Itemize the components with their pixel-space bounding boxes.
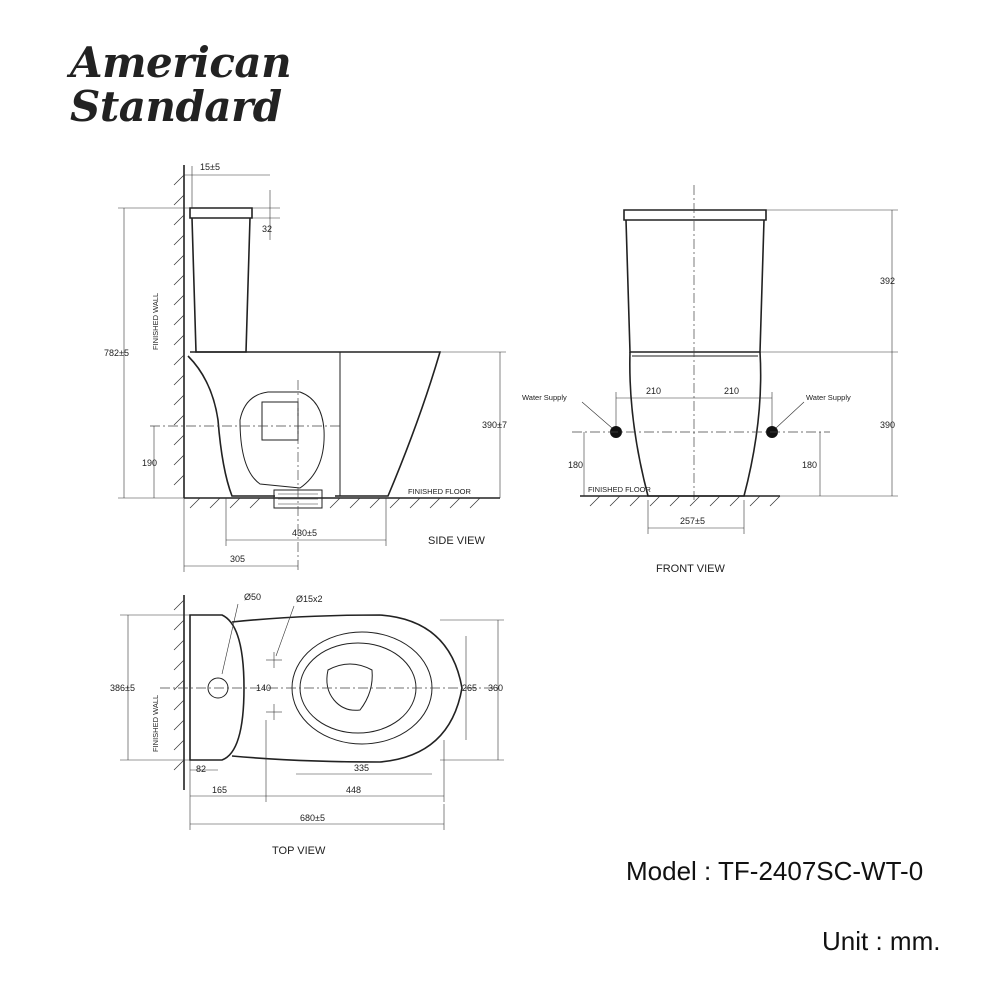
water-supply-right-label: Water Supply <box>806 393 851 402</box>
front-view-title: FRONT VIEW <box>656 563 725 575</box>
front-tank-body <box>625 219 765 353</box>
dim-side-15: 15±5 <box>200 162 220 172</box>
side-trapway <box>239 391 325 489</box>
brand-logo-line1: American <box>70 38 292 87</box>
side-tank-body <box>191 217 251 353</box>
side-trap-inner <box>261 401 299 441</box>
dim-front-210-right: 210 <box>724 386 739 396</box>
dim-front-210-left: 210 <box>646 386 661 396</box>
top-view-title: TOP VIEW <box>272 845 326 857</box>
dim-side-782: 782±5 <box>104 348 129 358</box>
front-bowl-outline <box>629 351 762 497</box>
dim-front-392: 392 <box>880 276 895 286</box>
side-finished-wall-label: FINISHED WALL <box>151 293 160 350</box>
model-number: Model : TF-2407SC-WT-0 <box>626 856 924 886</box>
dim-top-335: 335 <box>354 763 369 773</box>
dim-top-82: 82 <box>196 764 206 774</box>
brand-logo-line2: Standard <box>70 82 282 131</box>
dim-front-390: 390 <box>880 420 895 430</box>
front-finished-floor-label: FINISHED FLOOR <box>588 485 652 494</box>
side-view: 15±5 32 782±5 190 390±7 430±5 305 FINISH… <box>104 162 507 572</box>
unit-label: Unit : mm. <box>822 926 941 956</box>
front-floor-hatch <box>589 495 781 507</box>
dim-side-190: 190 <box>142 458 157 468</box>
side-bowl-outline <box>187 351 442 497</box>
dim-top-360: 360 <box>488 683 503 693</box>
top-view: Ø50 Ø15x2 386±5 140 265 360 82 335 165 4… <box>110 592 504 857</box>
dim-side-305: 305 <box>230 554 245 564</box>
top-bowl-water <box>326 663 373 711</box>
front-tank-lid <box>623 209 767 221</box>
dim-top-165: 165 <box>212 785 227 795</box>
dim-top-448: 448 <box>346 785 361 795</box>
top-wall-hatch <box>173 599 185 771</box>
dim-side-32: 32 <box>262 224 272 234</box>
front-view: Water Supply Water Supply 210 210 180 18… <box>522 185 898 575</box>
side-finished-floor-label: FINISHED FLOOR <box>408 487 472 496</box>
top-tank-outline <box>189 614 245 761</box>
top-finished-wall-label: FINISHED WALL <box>151 695 160 752</box>
side-floor-hatch <box>189 497 481 509</box>
dim-side-390: 390±7 <box>482 420 507 430</box>
side-view-title: SIDE VIEW <box>428 535 485 547</box>
dim-top-265: 265 <box>462 683 477 693</box>
side-tank-lid <box>189 207 253 219</box>
water-supply-left-label: Water Supply <box>522 393 567 402</box>
dim-top-680: 680±5 <box>300 813 325 823</box>
dim-top-15x2: Ø15x2 <box>296 594 323 604</box>
dim-front-257: 257±5 <box>680 516 705 526</box>
dim-top-386: 386±5 <box>110 683 135 693</box>
side-wall-hatch <box>173 174 185 486</box>
dim-side-430: 430±5 <box>292 528 317 538</box>
dim-top-50: Ø50 <box>244 592 261 602</box>
dim-top-140: 140 <box>256 683 271 693</box>
dim-front-180-right: 180 <box>802 460 817 470</box>
dim-front-180-left: 180 <box>568 460 583 470</box>
